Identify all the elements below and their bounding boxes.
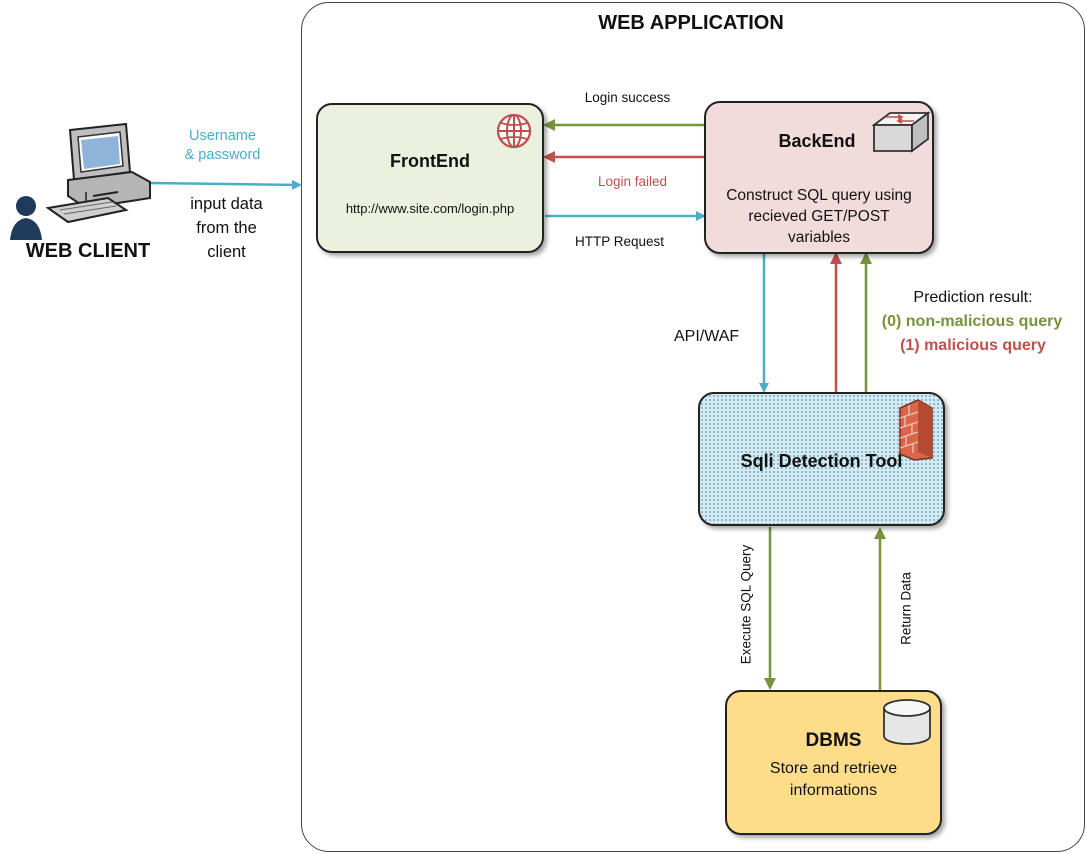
database-icon (883, 699, 931, 745)
frontend-url: http://www.site.com/login.php (345, 201, 515, 216)
prediction-heading: Prediction result: (913, 289, 1033, 306)
dbms-node: DBMS Store and retrieve informations (725, 690, 942, 835)
http-request-label: HTTP Request (574, 234, 665, 249)
dbms-description: Store and retrieve informations (769, 760, 898, 799)
sqli-detection-title: Sqli Detection Tool (740, 451, 903, 471)
backend-title: BackEnd (778, 131, 856, 151)
backend-node: BackEnd Construct SQL query using reciev… (704, 101, 934, 254)
client-to-frontend-arrow (149, 179, 302, 190)
sqli-detection-node: Sqli Detection Tool (698, 392, 945, 526)
globe-icon (496, 113, 532, 149)
backend-description: Construct SQL query using recieved GET/P… (726, 187, 912, 246)
api-waf-label: API/WAF (674, 328, 740, 345)
computer-user-icon (10, 122, 151, 240)
web-application-title: WEB APPLICATION (598, 12, 784, 34)
login-success-label: Login success (584, 90, 671, 105)
prediction-malicious: (1) malicious query (900, 337, 1046, 354)
login-failed-label: Login failed (597, 174, 668, 189)
frontend-title: FrontEnd (390, 151, 470, 171)
dbms-title: DBMS (805, 730, 862, 751)
credentials-label: Username & password (184, 128, 261, 163)
web-application-container (301, 2, 1085, 852)
execute-sql-label: Execute SQL Query (738, 544, 754, 665)
return-data-label: Return Data (898, 572, 914, 645)
prediction-non-malicious: (0) non-malicious query (881, 313, 1063, 330)
switch-icon (872, 111, 930, 153)
firewall-icon (899, 399, 933, 461)
input-data-label: input data from the client (190, 195, 263, 261)
frontend-node: FrontEnd http://www.site.com/login.php (316, 103, 544, 253)
web-client-label: WEB CLIENT (25, 240, 151, 262)
